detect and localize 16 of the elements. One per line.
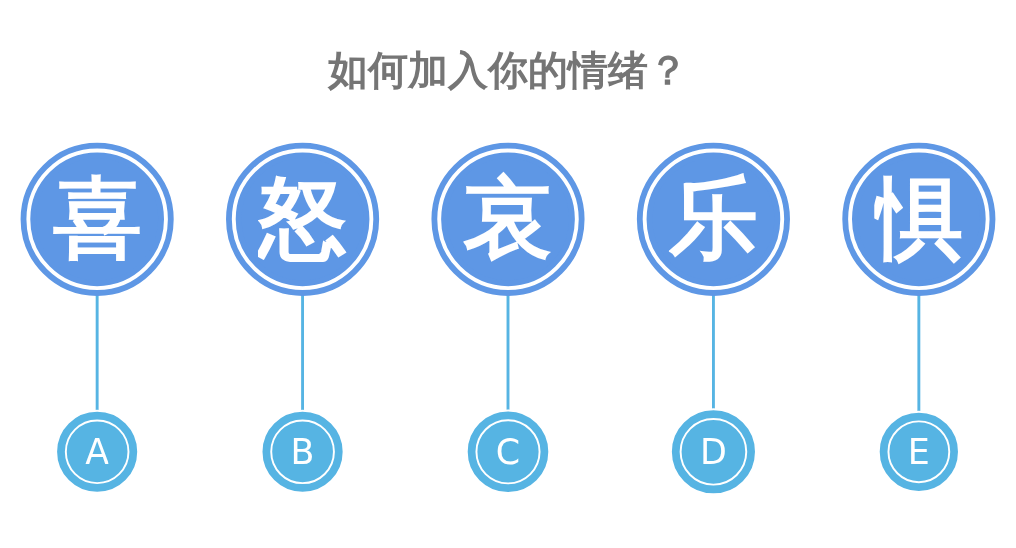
connector — [917, 293, 921, 412]
connector — [506, 293, 510, 411]
title: 如何加入你的情绪？ — [328, 45, 688, 95]
node-circle: 怒 — [226, 142, 380, 296]
connector — [95, 293, 99, 411]
connector — [301, 293, 305, 411]
node-circle: B — [260, 409, 345, 494]
node-circle: 乐 — [636, 142, 790, 296]
connector — [711, 293, 715, 410]
node-circle: 喜 — [20, 142, 174, 296]
node-circle: C — [465, 409, 551, 494]
node-circle: E — [877, 410, 960, 493]
node-circle: 惧 — [842, 142, 996, 296]
node-circle: 哀 — [431, 142, 585, 296]
node-circle: A — [55, 409, 140, 494]
node-circle: D — [669, 408, 757, 496]
